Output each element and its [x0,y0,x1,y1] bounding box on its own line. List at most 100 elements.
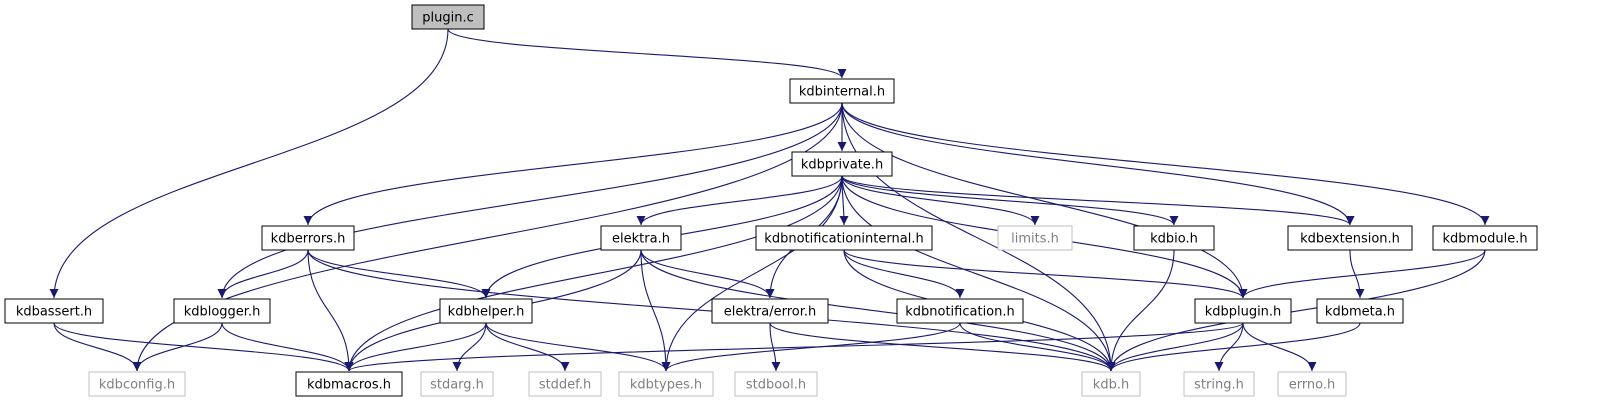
node-kdbconfig_h: kdbconfig.h [88,371,186,397]
node-label-kdbtypes_h: kdbtypes.h [630,378,702,393]
edge-kdbhelper_h-to-kdbmacros_h [344,322,487,372]
node-label-kdblogger_h: kdblogger.h [184,305,261,320]
node-kdblogger_h[interactable]: kdblogger.h [173,298,271,324]
edge-elektra_h-to-kdb_h [640,249,1116,372]
node-box-kdb_h [1081,371,1141,397]
node-label-stdarg_h: stdarg.h [430,378,484,393]
node-box-kdbextension_h [1287,225,1413,251]
node-limits_h: limits.h [997,225,1073,251]
edge-kdbinternal_h-to-kdblogger_h [217,102,843,299]
node-box-kdbmacros_h [295,371,403,397]
node-kdbplugin_h[interactable]: kdbplugin.h [1194,298,1292,324]
node-box-string_h [1183,371,1255,397]
node-kdbmodule_h[interactable]: kdbmodule.h [1432,225,1538,251]
edge-kdbprivate_h-to-kdbtypes_h [661,175,843,372]
edge-kdberrors_h-to-kdb_h [307,249,1116,372]
node-elektra_h[interactable]: elektra.h [600,225,682,251]
edge-kdbnotificationinternal_h-to-kdbnotification_h [843,249,965,299]
node-string_h: string.h [1183,371,1255,397]
node-kdbextension_h[interactable]: kdbextension.h [1287,225,1413,251]
node-layer: plugin.c kdbinternal.h kdbprivate.h kdberro… [4,4,1538,397]
edge-kdbplugin_h-to-errno_h [1242,322,1317,372]
edge-kdbinternal_h-to-kdbextension_h [841,102,1355,226]
node-box-kdbprivate_h [791,151,893,177]
node-label-kdbconfig_h: kdbconfig.h [99,378,175,393]
edge-kdbhelper_h-to-kdbtypes_h [485,322,671,372]
edge-kdbprivate_h-to-kdbio_h [841,175,1179,226]
node-label-kdbnotification_h: kdbnotification.h [905,305,1015,320]
edge-kdbplugin_h-to-kdbmacros_h [344,322,1244,372]
node-box-stddef_h [528,371,602,397]
node-label-kdbmeta_h: kdbmeta.h [1325,305,1395,320]
edge-kdbextension_h-to-kdbmeta_h [1349,249,1365,299]
node-label-kdbmodule_h: kdbmodule.h [1442,232,1527,247]
node-kdbhelper_h[interactable]: kdbhelper.h [439,298,533,324]
node-box-kdbconfig_h [88,371,186,397]
node-elektra_error_h[interactable]: elektra/error.h [711,298,829,324]
edge-kdberrors_h-to-kdbhelper_h [307,249,491,299]
edge-elektra_h-to-elektra_error_h [640,249,775,299]
node-kdbmeta_h[interactable]: kdbmeta.h [1316,298,1404,324]
node-box-kdbmeta_h [1316,298,1404,324]
edge-kdbhelper_h-to-stddef_h [485,322,570,372]
node-label-kdberrors_h: kdberrors.h [271,232,346,247]
node-label-stddef_h: stddef.h [539,378,591,393]
node-kdbprivate_h[interactable]: kdbprivate.h [791,151,893,177]
node-box-elektra_h [600,225,682,251]
node-label-kdbplugin_h: kdbplugin.h [1205,305,1282,320]
node-kdbtypes_h: kdbtypes.h [618,371,714,397]
node-label-string_h: string.h [1194,378,1244,393]
node-kdbnotificationinternal_h[interactable]: kdbnotificationinternal.h [755,225,933,251]
edge-kdbprivate_h-to-kdbextension_h [841,175,1355,226]
node-label-kdbhelper_h: kdbhelper.h [448,305,525,320]
edge-kdbplugin_h-to-kdb_h [1106,322,1244,372]
node-box-kdbplugin_h [1194,298,1292,324]
node-kdbassert_h[interactable]: kdbassert.h [4,298,104,324]
node-label-elektra_error_h: elektra/error.h [724,305,817,320]
edge-kdblogger_h-to-kdbmacros_h [221,322,354,372]
node-box-kdbinternal_h [789,78,895,104]
node-label-kdbassert_h: kdbassert.h [16,305,92,320]
edge-kdbinternal_h-to-kdbplugin_h [841,102,1248,299]
edge-kdblogger_h-to-kdbconfig_h [132,322,223,372]
node-box-kdbnotificationinternal_h [755,225,933,251]
edge-kdbprivate_h-to-kdbmacros_h [344,175,843,372]
edge-kdbhelper_h-to-stdarg_h [452,322,487,372]
node-box-kdbnotification_h [896,298,1024,324]
edge-kdbmodule_h-to-kdbplugin_h [1238,249,1486,299]
node-label-kdb_h: kdb.h [1093,378,1129,393]
edge-kdbnotification_h-to-kdb_h [959,322,1116,372]
edge-kdbio_h-to-kdb_h [1106,249,1175,372]
node-box-plugin_c [411,4,485,30]
node-box-stdarg_h [420,371,494,397]
edge-plugin_c-to-kdbinternal_h [447,28,847,79]
node-stddef_h: stddef.h [528,371,602,397]
node-box-kdblogger_h [173,298,271,324]
node-box-elektra_error_h [711,298,829,324]
node-stdbool_h: stdbool.h [734,371,818,397]
node-label-kdbmacros_h: kdbmacros.h [307,378,391,393]
node-label-kdbprivate_h: kdbprivate.h [801,158,883,173]
node-label-stdbool_h: stdbool.h [746,378,806,393]
edge-kdbinternal_h-to-kdberrors_h [303,102,843,226]
edge-kdbnotificationinternal_h-to-kdbplugin_h [843,249,1248,299]
edge-elektra_error_h-to-stdbool_h [769,322,781,372]
edge-plugin_c-to-kdbassert_h [49,28,449,299]
node-kdberrors_h[interactable]: kdberrors.h [261,225,355,251]
node-stdarg_h: stdarg.h [420,371,494,397]
node-kdbinternal_h[interactable]: kdbinternal.h [789,78,895,104]
edge-elektra_error_h-to-kdb_h [769,322,1116,372]
node-label-errno_h: errno.h [1289,378,1336,393]
node-box-kdbio_h [1133,225,1215,251]
edge-kdbprivate_h-to-limits_h [841,175,1040,226]
node-kdbmacros_h[interactable]: kdbmacros.h [295,371,403,397]
edge-kdbassert_h-to-kdbconfig_h [53,322,142,372]
node-box-kdbmodule_h [1432,225,1538,251]
node-plugin_c[interactable]: plugin.c [411,4,485,30]
node-kdb_h: kdb.h [1081,371,1141,397]
edge-kdbmeta_h-to-kdb_h [1106,322,1361,372]
node-kdbio_h[interactable]: kdbio.h [1133,225,1215,251]
node-label-elektra_h: elektra.h [612,232,670,247]
node-kdbnotification_h[interactable]: kdbnotification.h [896,298,1024,324]
